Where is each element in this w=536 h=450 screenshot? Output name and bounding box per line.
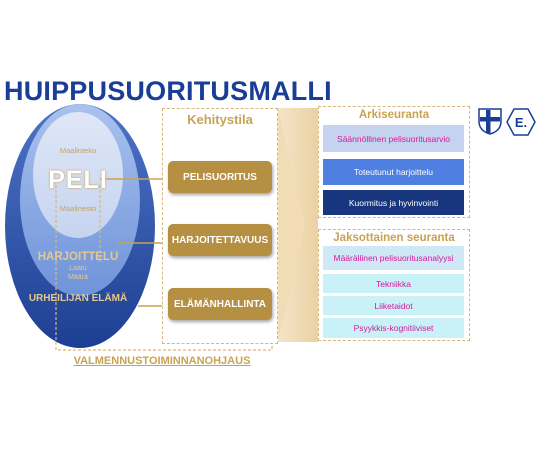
middle-sub-label: Määrä <box>68 274 88 281</box>
footer-bracket <box>55 262 273 351</box>
harjoitettavuus-box: HARJOITETTAVUUS <box>168 224 272 256</box>
e-logo-letter: E. <box>515 115 527 130</box>
jaksottainen-item: Tekniikka <box>323 274 464 293</box>
middle-main-label: HARJOITTELU <box>37 251 119 263</box>
diagram-title: HUIPPUSUORITUSMALLI <box>4 76 332 106</box>
jaksottainen-title: Jaksottainen seuranta <box>333 232 455 244</box>
shield-cross-logo <box>478 108 502 135</box>
arkiseuranta-item: Toteutunut harjoittelu <box>323 159 464 185</box>
inner-main-label: PELI <box>48 166 108 194</box>
kehitystila-title: Kehitystila <box>187 112 253 127</box>
jaksottainen-item: Määrällinen pelisuoritusanalyysi <box>323 246 464 270</box>
outer-main-label: URHEILIJAN ELÄMÄ <box>28 293 128 304</box>
jaksottainen-item: Liiketaidot <box>323 296 464 315</box>
inner-top-label: Maalinteko <box>59 146 97 155</box>
pelisuoritus-box: PELISUORITUS <box>168 161 272 193</box>
arkiseuranta-item: Säännöllinen pelisuoritusarvio <box>323 125 464 152</box>
middle-sub-label: Laatu <box>69 265 87 272</box>
footer-label: VALMENNUSTOIMINNANOHJAUS <box>73 355 251 367</box>
flow-arrow <box>278 108 318 342</box>
inner-bottom-label: Maalinesto <box>59 204 97 213</box>
jaksottainen-item: Psyykkis-kognitiiviset <box>323 318 464 338</box>
arkiseuranta-item: Kuormitus ja hyvinvointi <box>323 190 464 215</box>
arkiseuranta-title: Arkiseuranta <box>358 109 430 121</box>
elamanhallinta-box: ELÄMÄNHALLINTA <box>168 288 272 320</box>
e-logo: E. <box>506 108 536 136</box>
